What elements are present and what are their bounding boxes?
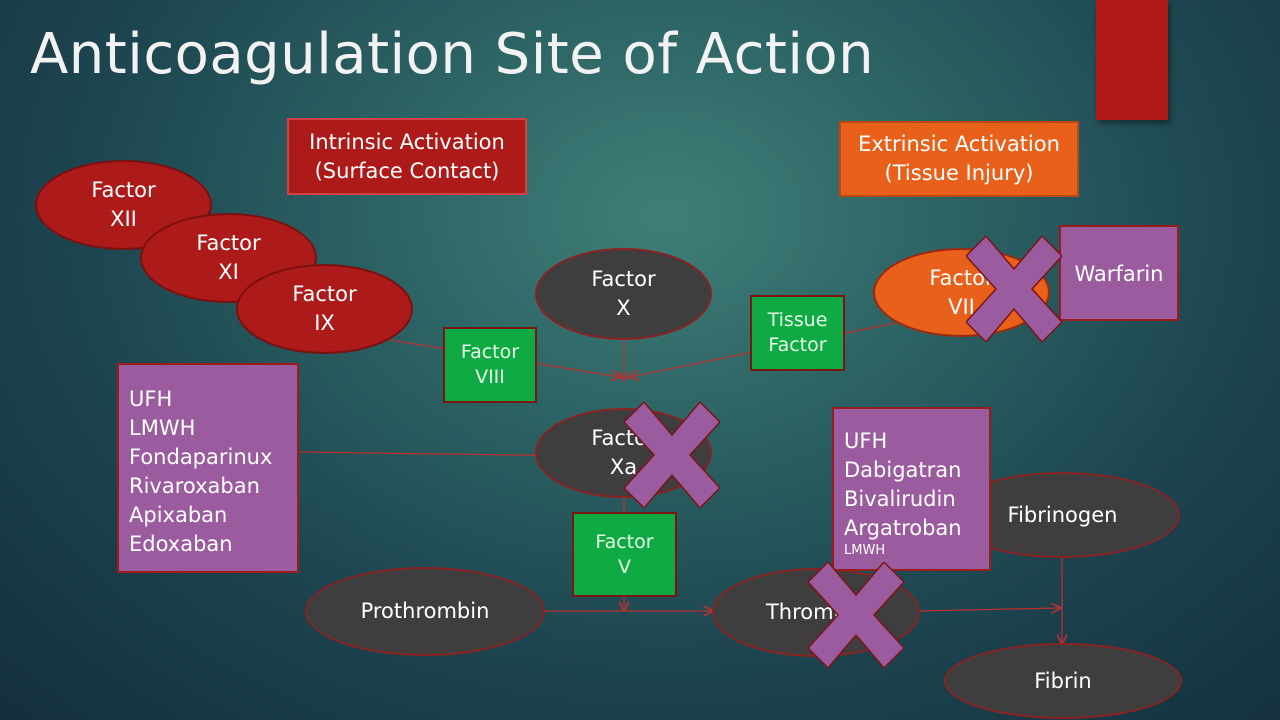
drug-item-note: LMWH bbox=[844, 543, 886, 558]
arrow-thrombin-to-fibrinogen-line bbox=[917, 608, 1060, 611]
factor-vii-node: Factor VII bbox=[873, 248, 1050, 337]
intrinsic-activation-label: Intrinsic Activation (Surface Contact) bbox=[287, 118, 527, 195]
drug-item: UFH bbox=[129, 387, 173, 411]
tissue-factor-node: Tissue Factor bbox=[750, 295, 845, 371]
slide-title: Anticoagulation Site of Action bbox=[30, 22, 875, 87]
factor-x-node: Factor X bbox=[535, 248, 712, 340]
prothrombin-node: Prothrombin bbox=[305, 567, 545, 656]
thrombin-node: Thrombin bbox=[712, 568, 920, 657]
drug-item: Fondaparinux bbox=[129, 445, 273, 469]
drug-item: Rivaroxaban bbox=[129, 474, 260, 498]
factor-xa-node: Factor Xa bbox=[535, 408, 712, 498]
xa-inhibitor-drug-box: UFH LMWH Fondaparinux Rivaroxaban Apixab… bbox=[117, 363, 299, 573]
thrombin-inhibitor-drug-box: UFH Dabigatran Bivalirudin Argatroban LM… bbox=[832, 407, 991, 571]
drug-item: Dabigatran bbox=[844, 458, 962, 482]
factor-ix-node: Factor IX bbox=[236, 264, 413, 354]
fibrin-node: Fibrin bbox=[944, 643, 1182, 719]
corner-accent-tab bbox=[1096, 0, 1168, 120]
drug-item: LMWH bbox=[129, 416, 196, 440]
warfarin-drug-box: Warfarin bbox=[1059, 225, 1179, 321]
factor-v-node: Factor V bbox=[572, 512, 677, 597]
warfarin-label: Warfarin bbox=[1074, 262, 1164, 286]
drug-item: Argatroban bbox=[844, 516, 962, 540]
drug-item: Bivalirudin bbox=[844, 487, 956, 511]
drug-item: Apixaban bbox=[129, 503, 228, 527]
drug-item: UFH bbox=[844, 429, 888, 453]
factor-viii-node: Factor VIII bbox=[443, 327, 537, 403]
drug-item: Edoxaban bbox=[129, 532, 233, 556]
factor-xii-node: Factor XII bbox=[35, 160, 212, 250]
extrinsic-activation-label: Extrinsic Activation (Tissue Injury) bbox=[839, 121, 1079, 197]
